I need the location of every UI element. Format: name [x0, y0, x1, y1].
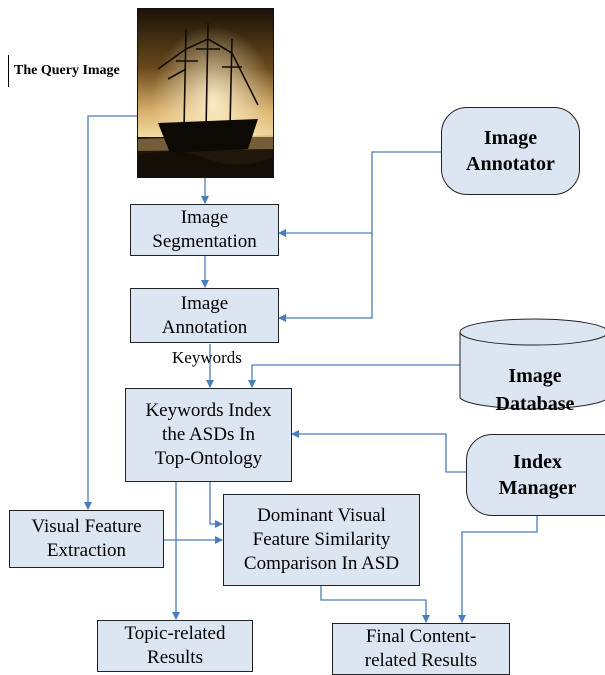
- keywords-label: Keywords: [172, 348, 242, 367]
- query-image-label: The Query Image: [8, 55, 120, 87]
- arrow-manager-to-index: [291, 430, 466, 473]
- image-annotator-box: Image Annotator: [441, 107, 580, 195]
- arrow-annotator-to-segmentation: [278, 151, 441, 237]
- keywords-index-box: Keywords Index the ASDs In Top-Ontology: [125, 388, 292, 482]
- image-annotation-box: Image Annotation: [130, 288, 279, 343]
- annotator-line-2: Annotator: [466, 153, 555, 175]
- database-line-1: Image: [508, 365, 562, 387]
- database-line-2: Database: [495, 393, 575, 415]
- arrow-index-to-dominant: [209, 482, 223, 528]
- image-database-label: Image Database: [460, 362, 605, 418]
- index-manager-box: Index Manager: [466, 434, 605, 516]
- arrow-manager-to-final: [458, 516, 538, 623]
- topic-related-results-box: Topic-related Results: [97, 620, 253, 672]
- segmentation-line-2: Segmentation: [152, 231, 257, 252]
- arrow-image-to-visual-feature: [84, 115, 137, 510]
- annotator-line-1: Image: [483, 127, 538, 149]
- index-manager-line-1: Index: [513, 451, 562, 473]
- visual-feature-extraction-box: Visual Feature Extraction: [9, 510, 164, 568]
- visual-feature-line-2: Extraction: [46, 540, 127, 561]
- arrow-annotator-to-annotation: [278, 233, 373, 322]
- dominant-visual-feature-box: Dominant Visual Feature Similarity Compa…: [223, 494, 420, 586]
- arrow-dominant-to-final: [320, 586, 430, 623]
- dominant-line-3: Comparison In ASD: [243, 553, 400, 574]
- cylinder-database-icon: [459, 318, 605, 410]
- final-content-results-box: Final Content- related Results: [332, 623, 510, 675]
- topic-results-line-1: Topic-related: [124, 623, 226, 644]
- dominant-line-1: Dominant Visual: [257, 505, 386, 526]
- query-image-photo: [137, 8, 274, 178]
- annotation-line-2: Annotation: [161, 316, 248, 338]
- dominant-line-2: Feature Similarity: [252, 529, 391, 550]
- final-results-line-1: Final Content-: [365, 626, 477, 647]
- segmentation-line-1: Image: [180, 207, 229, 228]
- keywords-index-line-3: Top-Ontology: [154, 448, 263, 469]
- index-manager-line-2: Manager: [498, 477, 577, 499]
- keywords-index-line-1: Keywords Index: [145, 400, 272, 421]
- annotation-line-1: Image: [180, 292, 229, 314]
- keywords-index-line-2: the ASDs In: [162, 424, 255, 445]
- final-results-line-2: related Results: [364, 650, 478, 671]
- arrow-database-to-index: [248, 364, 460, 388]
- topic-results-line-2: Results: [147, 647, 203, 668]
- image-segmentation-box: Image Segmentation: [130, 204, 279, 256]
- visual-feature-line-1: Visual Feature: [31, 516, 142, 537]
